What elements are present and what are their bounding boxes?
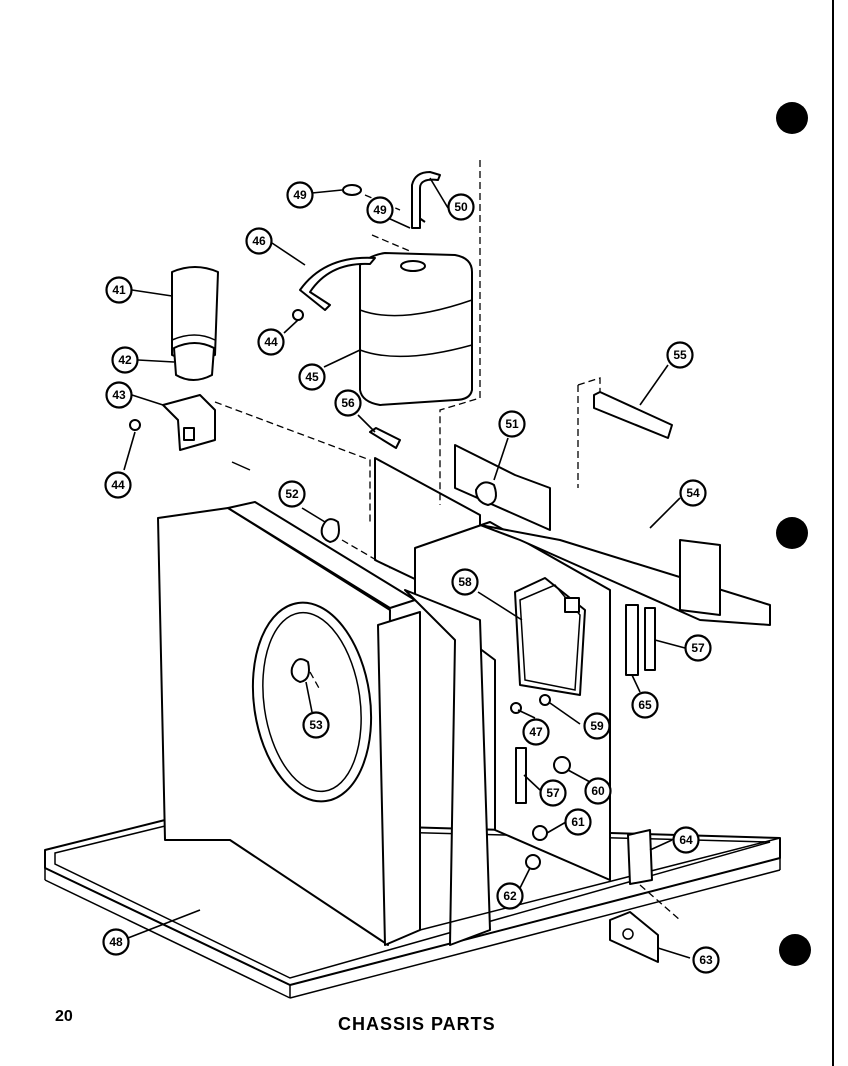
callout: 44: [104, 471, 132, 499]
callout: 43: [105, 381, 133, 409]
callout: 57: [684, 634, 712, 662]
callout: 46: [245, 227, 273, 255]
punch-hole: [779, 934, 811, 966]
assembly-lines: [214, 160, 681, 921]
callout: 42: [111, 346, 139, 374]
callout: 58: [451, 568, 479, 596]
callout: 57: [539, 779, 567, 807]
svg-text:64: 64: [679, 833, 693, 847]
svg-text:57: 57: [546, 786, 560, 800]
callout: 61: [564, 808, 592, 836]
callout: 47: [522, 718, 550, 746]
callout: 59: [583, 712, 611, 740]
callout: 48: [102, 928, 130, 956]
punch-hole: [776, 517, 808, 549]
callout: 49: [366, 196, 394, 224]
callout: 63: [692, 946, 720, 974]
blower-panel: [157, 501, 421, 946]
svg-text:45: 45: [305, 370, 319, 384]
svg-text:52: 52: [285, 487, 299, 501]
callout: 55: [666, 341, 694, 369]
svg-text:59: 59: [590, 719, 604, 733]
svg-text:43: 43: [112, 388, 126, 402]
svg-text:44: 44: [264, 335, 278, 349]
small-parts: [129, 171, 673, 963]
svg-text:57: 57: [691, 641, 705, 655]
svg-text:44: 44: [111, 478, 125, 492]
svg-text:46: 46: [252, 234, 266, 248]
callout: 45: [298, 363, 326, 391]
callout: 49: [286, 181, 314, 209]
callout: 53: [302, 711, 330, 739]
page-number: 20: [55, 1008, 73, 1025]
control-box: [514, 577, 586, 696]
callout: 44: [257, 328, 285, 356]
svg-text:47: 47: [529, 725, 543, 739]
callout: 56: [334, 389, 362, 417]
svg-text:54: 54: [686, 486, 700, 500]
svg-text:49: 49: [373, 203, 387, 217]
punch-hole: [776, 102, 808, 134]
svg-text:55: 55: [673, 348, 687, 362]
callout: 54: [679, 479, 707, 507]
callout: 62: [496, 882, 524, 910]
svg-text:50: 50: [454, 200, 468, 214]
svg-text:51: 51: [505, 417, 519, 431]
svg-text:48: 48: [109, 935, 123, 949]
callout: 41: [105, 276, 133, 304]
callout: 64: [672, 826, 700, 854]
callout: 65: [631, 691, 659, 719]
callout: 50: [447, 193, 475, 221]
svg-text:60: 60: [591, 784, 605, 798]
svg-text:65: 65: [638, 698, 652, 712]
callout: 51: [498, 410, 526, 438]
callout: 52: [278, 480, 306, 508]
svg-text:49: 49: [293, 188, 307, 202]
svg-text:58: 58: [458, 575, 472, 589]
svg-text:53: 53: [309, 718, 323, 732]
svg-text:41: 41: [112, 283, 126, 297]
svg-text:56: 56: [341, 396, 355, 410]
svg-text:63: 63: [699, 953, 713, 967]
svg-text:62: 62: [503, 889, 517, 903]
leader-lines: [123, 177, 691, 959]
svg-text:61: 61: [571, 815, 585, 829]
callout: 60: [584, 777, 612, 805]
svg-text:42: 42: [118, 353, 132, 367]
page-caption: CHASSIS PARTS: [338, 1014, 496, 1034]
